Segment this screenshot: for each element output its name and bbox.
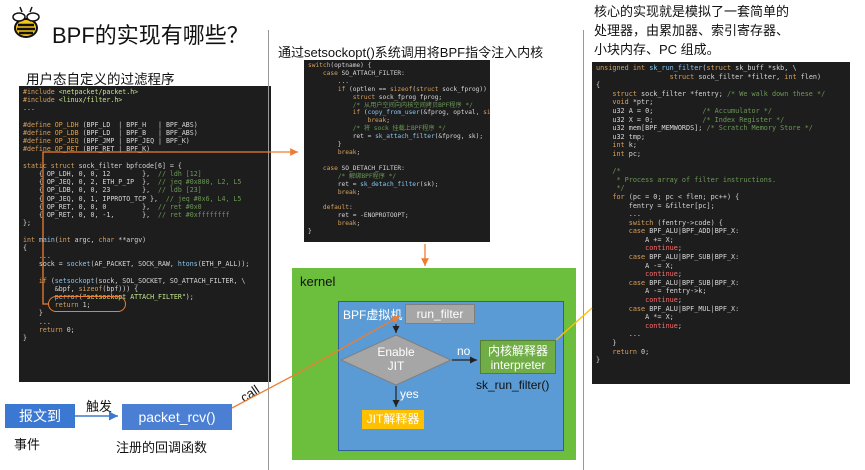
yes-label: yes [400,387,419,401]
sk-run-filter-label: sk_run_filter() [476,378,550,392]
page-title: BPF的实现有哪些？ [52,23,249,48]
core-description-line-2: 处理器，由累加器、索引寄存器、 [594,23,790,38]
link-interpreter-to-code [555,307,593,341]
run-filter-box: run_filter [405,304,475,324]
kernel-interpreter-box: 内核解释器 interpreter [480,340,556,374]
kernel-interpreter-line-2: interpreter [490,358,546,372]
separator-line-right [583,30,584,470]
separator-line-left [268,30,269,470]
bee-logo-icon [12,6,40,38]
enable-jit-line-2: JIT [387,359,405,373]
packet-arrive-box: 报文到 [5,404,75,428]
callback-label: 注册的回调函数 [116,440,208,455]
kernel-interpreter-line-1: 内核解释器 [487,344,548,358]
enable-jit-line-1: Enable [377,345,415,359]
arrow-setsockopt-to-kernel [42,148,298,305]
setsockopt-note: 通过setsockopt()系统调用将BPF指令注入内核 [278,45,544,60]
sk-run-filter-code: unsigned int sk_run_filter(struct sk_buf… [592,62,850,384]
event-label: 事件 [14,437,41,452]
no-label: no [457,344,471,358]
enable-jit-text: Enable JIT [340,345,452,373]
setsockopt-highlight [48,296,126,312]
enable-jit-diamond [340,334,452,386]
trigger-label: 触发 [86,399,113,414]
jit-interpreter-box: JIT解释器 [362,410,424,429]
kernel-label: kernel [300,274,336,289]
core-description: 核心的实现就是模拟了一套简单的 处理器，由累加器、索引寄存器、 小块内存、PC … [594,2,789,59]
user-filter-label: 用户态自定义的过滤程序 [26,72,175,87]
kernel-setsockopt-code: switch(optname) { case SO_ATTACH_FILTER:… [304,60,490,242]
user-filter-code: #include <netpacket/packet.h> #include <… [19,86,271,382]
arrow-call [231,315,401,409]
packet-rcv-box: packet_rcv() [122,404,232,430]
core-description-line-3: 小块内存、PC 组成。 [594,42,720,57]
bpf-vm-label: BPF虚拟机 [343,308,403,322]
core-description-line-1: 核心的实现就是模拟了一套简单的 [594,4,790,19]
